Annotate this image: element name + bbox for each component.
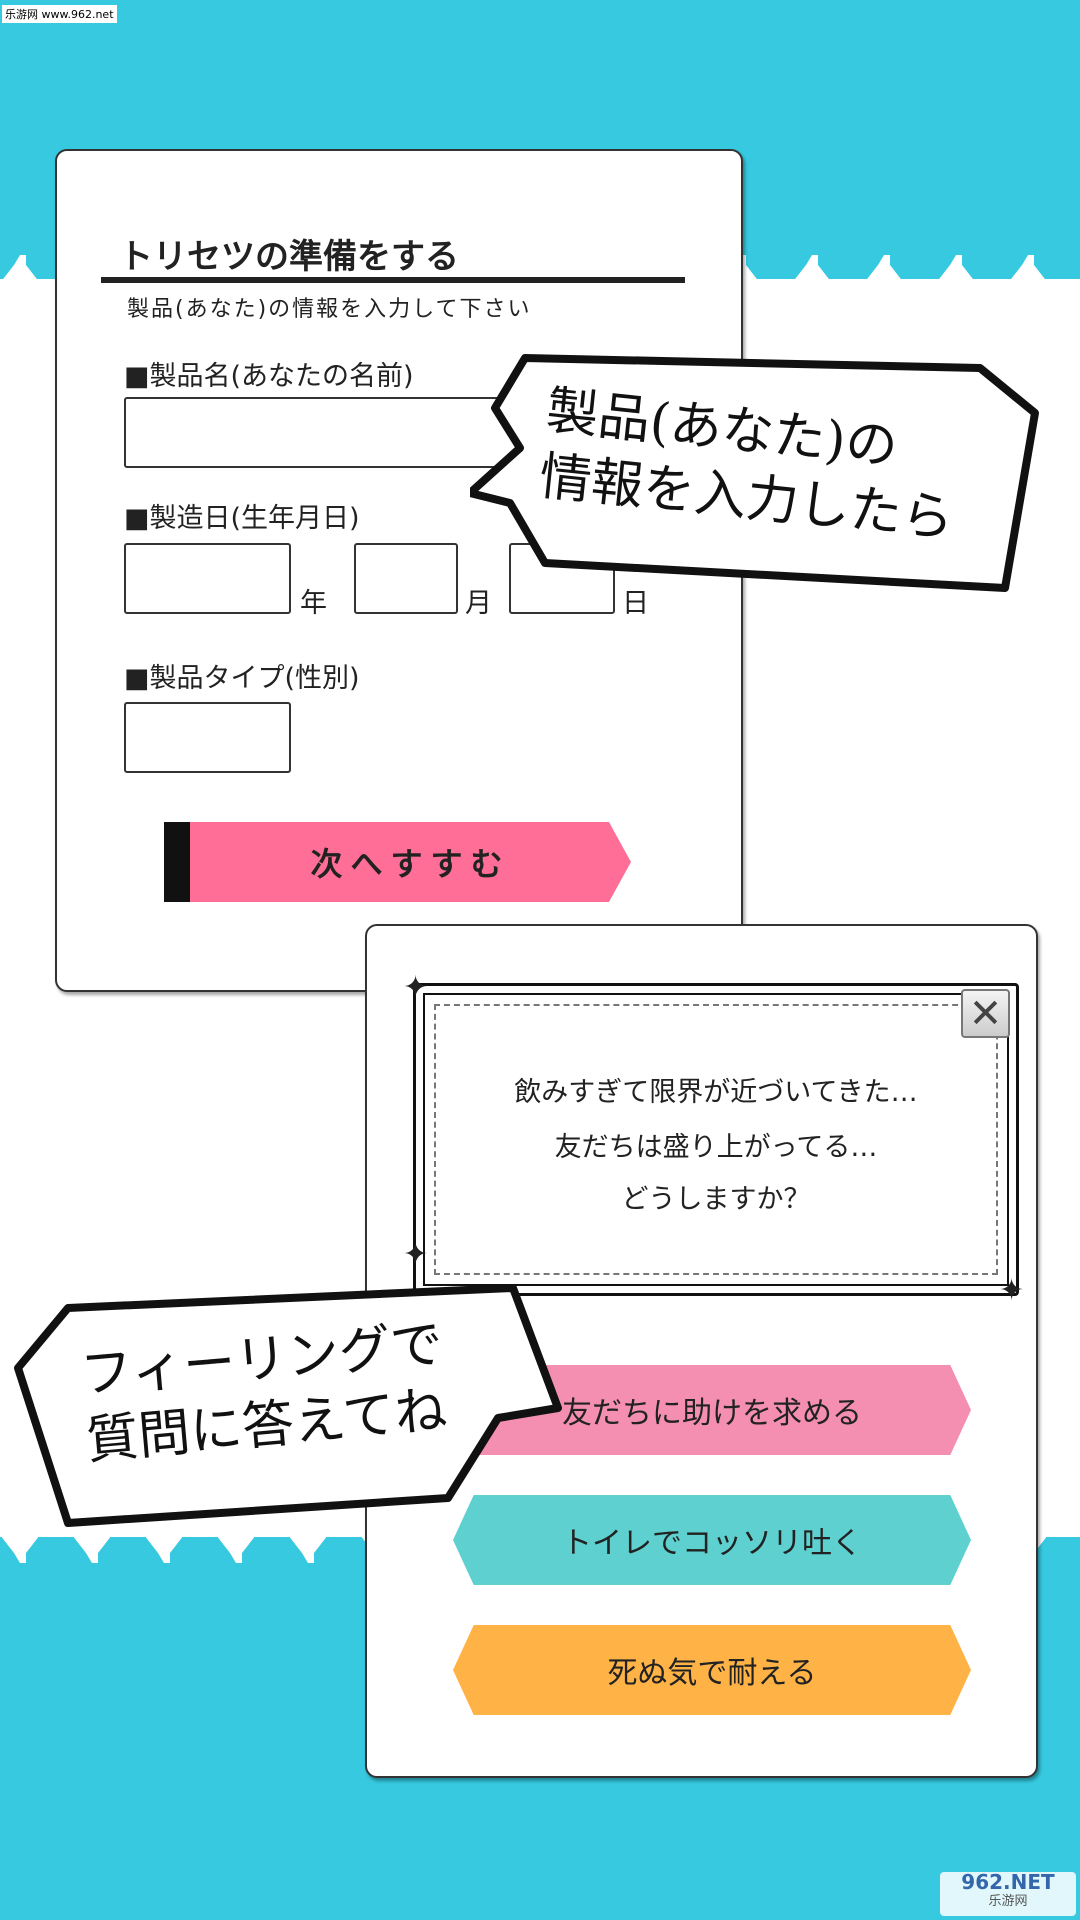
question-line-1: 飲みすぎて限界が近づいてきた… (514, 1077, 918, 1108)
name-label: ■製品名(あなたの名前) (124, 361, 414, 392)
birthdate-label: ■製造日(生年月日) (124, 503, 360, 534)
form-title: トリセツの準備をする (119, 237, 459, 277)
type-label: ■製品タイプ(性別) (124, 663, 360, 694)
corner-ornament-icon: ✦ (999, 1273, 1025, 1308)
question-line-3: どうしますか？ (621, 1184, 811, 1215)
close-icon: ✕ (968, 990, 1003, 1037)
question-frame (413, 983, 1019, 1296)
day-unit: 日 (622, 588, 649, 619)
form-subtitle: 製品(あなた)の情報を入力して下さい (127, 297, 532, 322)
button-accent-bar (164, 822, 190, 902)
gender-input[interactable] (124, 702, 291, 773)
question-line-2: 友だちは盛り上がってる… (554, 1132, 878, 1163)
watermark: 乐游网 www.962.net (2, 5, 117, 23)
choice-ask-friends[interactable]: 友だちに助けを求める (453, 1365, 971, 1455)
corner-ornament-icon: ✦ (403, 1237, 429, 1272)
choice-endure[interactable]: 死ぬ気で耐える (453, 1625, 971, 1715)
year-unit: 年 (300, 588, 327, 619)
choice-toilet[interactable]: トイレでコッソリ吐く (453, 1495, 971, 1585)
logo-main: 962.NET (961, 1870, 1055, 1894)
frame-dashed-border (434, 1004, 998, 1275)
close-button[interactable]: ✕ (961, 989, 1010, 1038)
title-underline (101, 277, 685, 283)
month-input[interactable] (354, 543, 458, 614)
corner-ornament-icon: ✦ (403, 970, 429, 1005)
year-input[interactable] (124, 543, 291, 614)
speech-bubble-input: 製品(あなた)の 情報を入力したら (470, 338, 1045, 603)
next-button-label: 次へすすむ (190, 822, 631, 902)
next-button[interactable]: 次へすすむ (164, 822, 631, 902)
logo-sub: 乐游网 (988, 1894, 1028, 1909)
watermark-logo: 962.NET 乐游网 (940, 1872, 1076, 1916)
speech-bubble-feeling: フィーリングで 質問に答えてね (8, 1268, 563, 1536)
month-unit: 月 (465, 588, 492, 619)
